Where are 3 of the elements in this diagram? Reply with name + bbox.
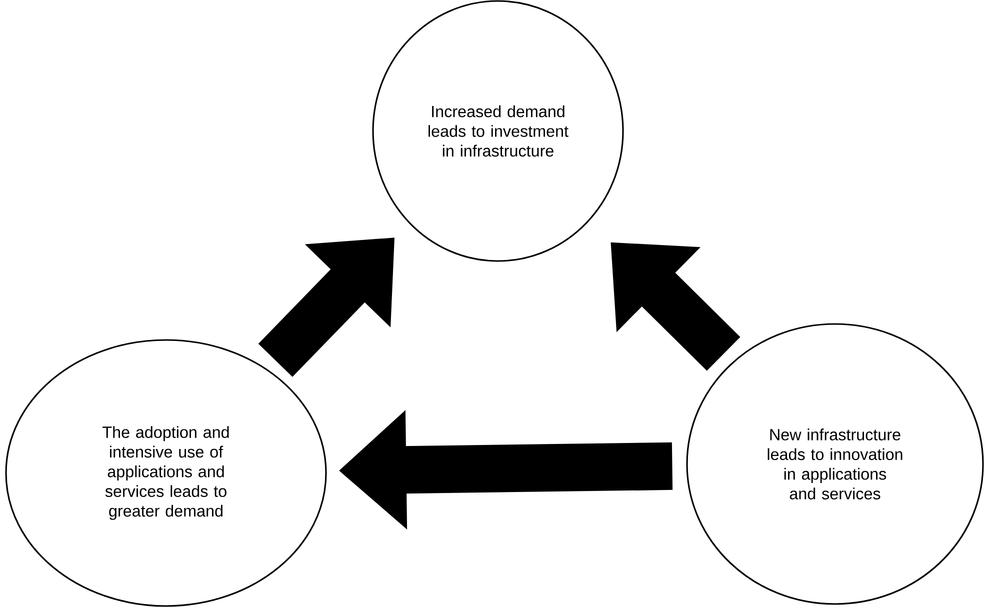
ellipse-node: Increased demand leads to investment in infrastructure	[372, 0, 624, 262]
ellipse-node: The adoption and intensive use of applications and services leads to greater demand	[5, 339, 327, 607]
ellipse-node: New infrastructure leads to innovation in applications and services	[686, 323, 984, 605]
